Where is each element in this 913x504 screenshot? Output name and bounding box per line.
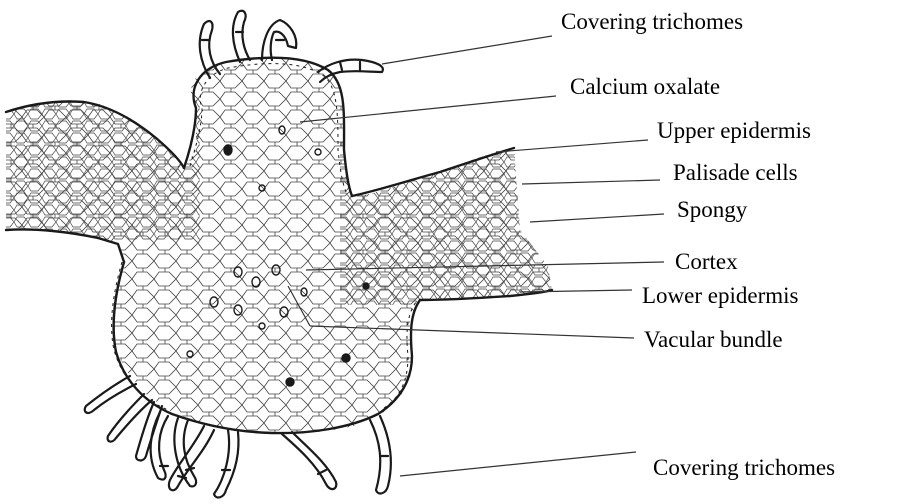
label-vascular-bundle: Vacular bundle bbox=[644, 328, 783, 351]
leader-upper-epidermis bbox=[496, 140, 648, 152]
leader-spongy bbox=[530, 214, 664, 222]
label-palisade-cells: Palisade cells bbox=[673, 161, 798, 184]
label-covering-trichomes-bottom: Covering trichomes bbox=[653, 456, 835, 479]
cell-texture bbox=[0, 0, 560, 440]
label-lower-epidermis: Lower epidermis bbox=[642, 284, 798, 307]
leader-palisade-cells bbox=[522, 180, 660, 184]
leader-covering-trichomes-top bbox=[382, 36, 552, 64]
label-spongy: Spongy bbox=[677, 198, 747, 221]
label-covering-trichomes-top: Covering trichomes bbox=[561, 10, 743, 33]
leader-covering-trichomes-bottom bbox=[400, 452, 636, 476]
label-upper-epidermis: Upper epidermis bbox=[657, 119, 811, 142]
label-cortex: Cortex bbox=[675, 250, 738, 273]
label-calcium-oxalate: Calcium oxalate bbox=[570, 75, 720, 98]
